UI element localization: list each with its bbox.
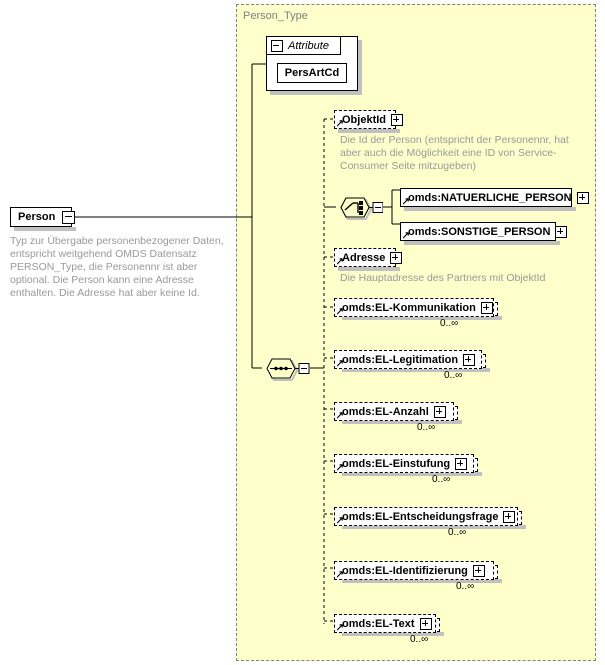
expand-icon[interactable] [576, 191, 589, 204]
node-shadow [338, 267, 400, 271]
node-shadow [342, 525, 526, 529]
node-annotation-objektid: Die Id der Person (entspricht der Person… [340, 134, 569, 172]
node-label: omds:EL-Kommunikation [342, 301, 476, 314]
node-occurrence: 0..∞ [444, 370, 463, 381]
node-natuerliche-person[interactable]: omds:NATUERLICHE_PERSON [400, 188, 589, 207]
person-root-label: Person [18, 211, 56, 223]
expand-icon[interactable] [391, 113, 404, 126]
reference-arrow-icon [337, 624, 343, 631]
attribute-persartcd[interactable]: PersArtCd [277, 63, 347, 83]
reference-arrow-icon [337, 464, 343, 471]
person-collapse-toggle[interactable] [62, 211, 75, 224]
expand-icon[interactable] [480, 301, 493, 314]
node-label: omds:EL-Entscheidungsfrage [342, 510, 499, 523]
reference-arrow-icon [403, 232, 409, 239]
person-node-shadow [14, 227, 76, 231]
node-label: Adresse [342, 251, 386, 264]
person-root-node[interactable]: Person [10, 207, 72, 227]
node-shadow [342, 579, 502, 583]
reference-arrow-icon [337, 571, 343, 578]
node-label: omds:EL-Identifizierung [342, 564, 468, 577]
expand-icon[interactable] [472, 564, 485, 577]
node-shadow [338, 129, 400, 133]
expand-icon[interactable] [555, 225, 568, 238]
node-objektid[interactable]: ObjektId [334, 110, 404, 129]
attribute-box-shadow-right [358, 40, 362, 95]
node-shadow [342, 316, 502, 320]
node-shadow [404, 207, 576, 211]
sequence-compositor[interactable] [262, 355, 310, 387]
expand-icon[interactable] [503, 510, 516, 523]
node-occurrence: 0..∞ [410, 634, 429, 645]
reference-arrow-icon [403, 198, 409, 205]
node-label: omds:EL-Einstufung [342, 457, 451, 470]
node-el-anzahl[interactable]: omds:EL-Anzahl [334, 402, 454, 421]
attribute-box-shadow [270, 91, 362, 95]
person-type-container [236, 4, 596, 661]
node-occurrence: 0..∞ [432, 474, 451, 485]
node-sonstige-person[interactable]: omds:SONSTIGE_PERSON [400, 222, 568, 241]
node-occurrence: 0..∞ [456, 581, 475, 592]
expand-icon[interactable] [455, 457, 468, 470]
reference-arrow-icon [337, 412, 343, 419]
person-type-title: Person_Type [243, 10, 308, 22]
node-el-identifizierung[interactable]: omds:EL-Identifizierung [334, 561, 494, 580]
node-shadow [342, 472, 482, 476]
node-shadow [342, 420, 462, 424]
node-label: omds:EL-Legitimation [342, 353, 459, 366]
reference-arrow-icon [337, 517, 343, 524]
node-label: omds:NATUERLICHE_PERSON [408, 191, 572, 204]
node-annotation-adresse: Die Hauptadresse des Partners mit Objekt… [340, 272, 546, 284]
person-root-annotation: Typ zur Übergabe personenbezogener Daten… [10, 235, 224, 299]
choice-compositor[interactable] [336, 194, 384, 226]
node-el-entscheidungsfrage[interactable]: omds:EL-Entscheidungsfrage [334, 507, 518, 526]
node-shadow [342, 368, 490, 372]
node-el-kommunikation[interactable]: omds:EL-Kommunikation [334, 298, 494, 317]
reference-arrow-icon [337, 120, 343, 127]
node-shadow [404, 241, 560, 245]
expand-icon[interactable] [390, 251, 403, 264]
node-el-text[interactable]: omds:EL-Text [334, 614, 436, 633]
reference-arrow-icon [337, 360, 343, 367]
attribute-group-label: Attribute [288, 39, 329, 52]
attribute-group-header[interactable]: Attribute [266, 36, 341, 55]
node-el-einstufung[interactable]: omds:EL-Einstufung [334, 454, 474, 473]
node-label: ObjektId [342, 113, 387, 126]
node-occurrence: 0..∞ [448, 527, 467, 538]
node-shadow [342, 632, 444, 636]
attribute-collapse-toggle[interactable] [271, 39, 283, 52]
expand-icon[interactable] [433, 405, 446, 418]
node-label: omds:SONSTIGE_PERSON [408, 225, 551, 238]
attribute-persartcd-label: PersArtCd [284, 67, 340, 79]
node-el-legitimation[interactable]: omds:EL-Legitimation [334, 350, 482, 369]
reference-arrow-icon [337, 308, 343, 315]
node-label: omds:EL-Anzahl [342, 405, 429, 418]
node-label: omds:EL-Text [342, 617, 415, 630]
node-occurrence: 0..∞ [417, 422, 436, 433]
reference-arrow-icon [337, 258, 343, 265]
expand-icon[interactable] [419, 617, 432, 630]
expand-icon[interactable] [463, 353, 476, 366]
node-occurrence: 0..∞ [440, 318, 459, 329]
node-adresse[interactable]: Adresse [334, 248, 403, 267]
